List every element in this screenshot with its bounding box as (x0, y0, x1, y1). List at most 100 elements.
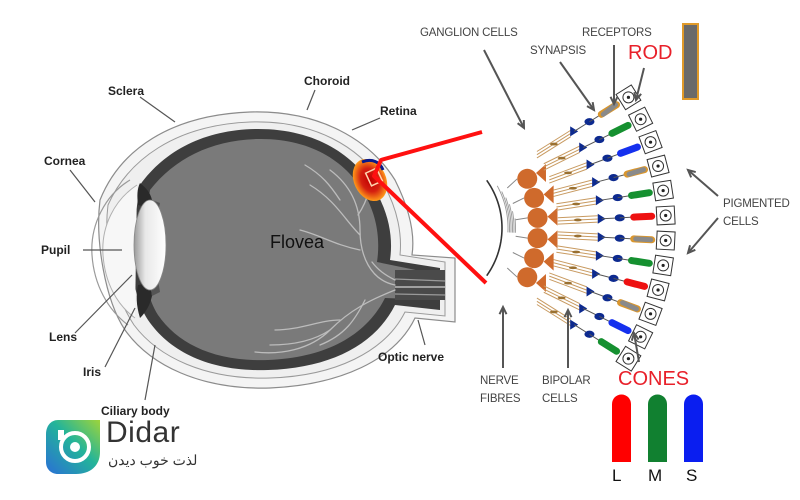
bipolar-fibre (543, 291, 580, 311)
rod-outer-segment (620, 300, 639, 312)
nerve-fibres-label-line1: NERVE (480, 375, 519, 387)
rod-swatch (682, 23, 699, 100)
cones-legend (612, 394, 703, 462)
pigmented-cells-label-line2: CELLS (723, 216, 759, 228)
pigment-cell-dot (664, 238, 668, 243)
lens-label: Lens (49, 330, 78, 344)
eyeball (91, 111, 456, 389)
pigment-cell-dot (639, 117, 643, 121)
synapsis-arrow (559, 61, 595, 111)
bipolar-nucleus (572, 202, 581, 206)
pigment-cell-dot (656, 288, 660, 292)
bipolar-nucleus (573, 234, 582, 238)
magnification-lines (372, 130, 488, 285)
inner-limiting-membrane (486, 179, 503, 277)
bipolar-fibre (549, 168, 587, 184)
bipolar-fibre (553, 265, 593, 277)
bipolar-cells-label-line2: CELLS (542, 393, 578, 405)
pigment-cell-ring (652, 283, 665, 296)
bipolar-fibre (553, 259, 593, 271)
nerve-fibre (496, 185, 509, 233)
ganglion-arrow (483, 49, 525, 129)
pupil-label: Pupil (41, 243, 71, 257)
ganglion-axon-hillock (547, 207, 558, 226)
bipolar-nucleus (549, 142, 558, 146)
bipolar-fibre (556, 251, 597, 259)
cone-outer-segment-M (628, 257, 653, 267)
rod-outer-segment (633, 236, 654, 243)
cone-m-label: M (648, 466, 663, 485)
lens (133, 199, 167, 291)
bipolar-fibre (549, 278, 587, 294)
nerve-fibre (508, 204, 513, 233)
bipolar-nucleus (572, 250, 581, 254)
bipolar-fibre (553, 179, 593, 191)
cones-label: CONES (618, 368, 690, 390)
ganglion-fibre (515, 217, 528, 221)
bipolar-fibre (556, 245, 597, 253)
pigmented-cells-label-line1: PIGMENTED (723, 198, 790, 210)
cone-s-label: S (686, 466, 698, 485)
receptors-label: RECEPTORS (582, 27, 652, 39)
sclera-label: Sclera (108, 84, 145, 98)
receptors-arrow-head (609, 96, 619, 107)
rod-arrow-head (633, 91, 642, 103)
bipolar-fibre (553, 185, 593, 197)
optic-nerve-label: Optic nerve (378, 350, 445, 364)
ganglion-fibre (515, 235, 528, 239)
pigment-cell-dot (661, 263, 665, 268)
rod-outer-segment (626, 167, 647, 177)
pigment-cell-dot (656, 164, 660, 168)
pigment-cell-ring (657, 184, 670, 197)
logo-tagline: لذت خوب دیدن (108, 452, 198, 468)
pigmented-arrow-2-head (686, 245, 696, 255)
iris-label: Iris (83, 365, 102, 379)
didar-logo-icon (46, 420, 100, 474)
pigment-cell-ring (644, 307, 657, 320)
bipolar-fibre (543, 152, 580, 171)
bipolar-fibre (536, 129, 572, 152)
ganglion-cell (517, 267, 538, 288)
nerve-fibre (505, 197, 512, 233)
cones-arrow-head (630, 330, 640, 341)
bipolar-fibre (543, 285, 580, 304)
bipolar-fibre (556, 197, 597, 205)
nerve-fibres-label-line2: FIBRES (480, 393, 521, 405)
ganglion-axon-hillock (535, 274, 546, 293)
pigmented-arrow-1 (687, 169, 719, 197)
ganglion-fibre (506, 267, 518, 278)
cone-outer-segment-M (597, 338, 621, 355)
pigment-cell-ring (659, 234, 672, 247)
vitreous-body (142, 138, 440, 361)
ciliary-body-label: Ciliary body (101, 404, 170, 418)
cone-bar-S (684, 394, 703, 462)
synapse-terminal (595, 250, 604, 261)
bipolar-fibre (543, 145, 580, 165)
cornea-label: Cornea (44, 154, 86, 168)
optic-nerve (394, 270, 446, 300)
ganglion-arrow-head (517, 119, 526, 131)
rod-outer-segment (600, 102, 619, 117)
pigment-cell-dot (648, 312, 653, 316)
cone-outer-segment-S (608, 319, 632, 335)
bipolar-arrow-head (563, 307, 573, 318)
cone-bar-M (648, 394, 667, 462)
choroid-label: Choroid (304, 74, 350, 88)
bipolar-nucleus (568, 266, 577, 270)
bipolar-nucleus (573, 218, 582, 222)
ganglion-axon-hillock (543, 252, 554, 271)
cornea (91, 179, 131, 326)
bipolar-fibre (557, 231, 598, 235)
cone-outer-segment-L (630, 212, 656, 221)
bipolar-nucleus (557, 156, 566, 160)
ganglion-cell (527, 228, 548, 249)
pigment-cell-ring (622, 352, 635, 365)
bipolar-nucleus (549, 310, 558, 314)
synapsis-label: SYNAPSIS (530, 45, 586, 57)
ganglion-axon-hillock (547, 230, 558, 249)
rod-arrow (635, 67, 645, 101)
pigment-cell-dot (626, 95, 631, 99)
pigment-cell-ring (644, 136, 657, 149)
bipolar-nucleus (564, 171, 573, 175)
bipolar-cells-label-line1: BIPOLAR (542, 375, 591, 387)
